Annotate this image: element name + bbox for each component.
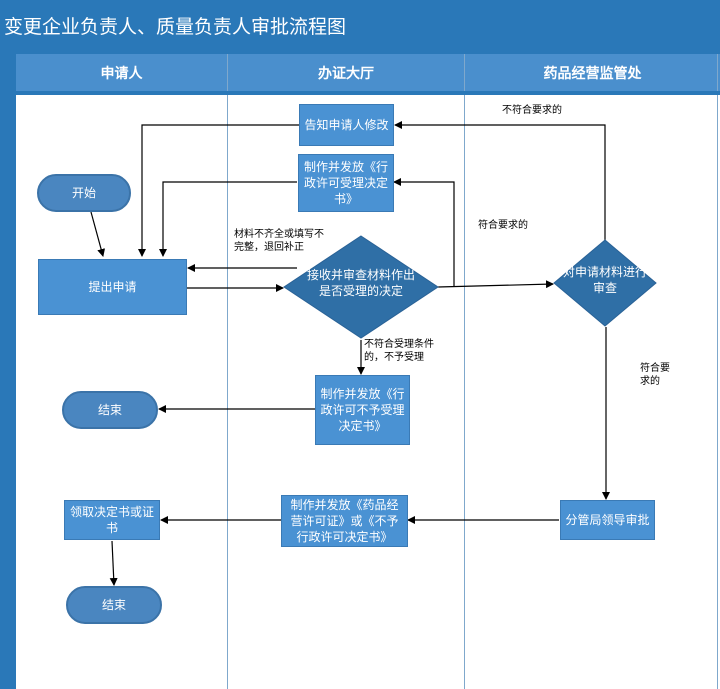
start-node: 开始 xyxy=(37,174,131,212)
arrow-review-to-check xyxy=(437,280,554,289)
leader-approval-node: 分管局领导审批 xyxy=(560,500,655,540)
lane-divider-3 xyxy=(717,54,718,689)
lane-header-applicant: 申请人 xyxy=(16,54,227,91)
note-not-accepted: 不符合受理条件的，不予受理 xyxy=(364,339,434,363)
issue-acceptance-decision-node: 制作并发放《行政许可受理决定书》 xyxy=(298,154,394,212)
arrow-accept-to-submit xyxy=(159,181,297,257)
lane-header-service-hall: 办证大厅 xyxy=(228,54,464,91)
decision-check-diamond xyxy=(553,239,657,327)
arrow-review-to-accept xyxy=(393,178,455,286)
header-separator xyxy=(16,91,720,95)
collect-decision-node: 领取决定书或证书 xyxy=(64,500,160,540)
submit-application-node: 提出申请 xyxy=(38,259,187,315)
arrow-notify-to-submit xyxy=(138,124,299,257)
issue-rejection-decision-node: 制作并发放《行政许可不予受理决定书》 xyxy=(315,375,410,445)
note-not-meeting-requirements: 不符合要求的 xyxy=(502,105,562,116)
arrow-check-to-notify xyxy=(394,121,606,240)
lane-header-supervision: 药品经营监管处 xyxy=(465,54,720,91)
end-node-2: 结束 xyxy=(66,586,162,624)
decision-review-diamond xyxy=(283,235,439,339)
arrow-collect-to-end2 xyxy=(109,540,118,586)
title-bar: 变更企业负责人、质量负责人审批流程图 xyxy=(0,0,720,54)
check-materials-label: 对申请材料进行审查 xyxy=(562,265,647,296)
note-meets-requirements-2: 符合要求的 xyxy=(640,363,670,387)
note-incomplete-materials: 材料不齐全或填写不完整，退回补正 xyxy=(234,229,324,253)
lane-divider-2 xyxy=(464,54,465,689)
issue-license-node: 制作并发放《药品经营许可证》或《不予行政许可决定书》 xyxy=(281,495,408,547)
page-title: 变更企业负责人、质量负责人审批流程图 xyxy=(4,16,347,38)
note-meets-requirements: 符合要求的 xyxy=(478,220,528,231)
end-node-1: 结束 xyxy=(62,391,158,429)
review-decision-label: 接收并审查材料作出是否受理的决定 xyxy=(306,268,415,299)
left-strip xyxy=(0,54,16,689)
notify-applicant-node: 告知申请人修改 xyxy=(299,104,394,146)
lane-divider-1 xyxy=(227,54,228,689)
arrow-start-to-submit xyxy=(90,211,106,257)
